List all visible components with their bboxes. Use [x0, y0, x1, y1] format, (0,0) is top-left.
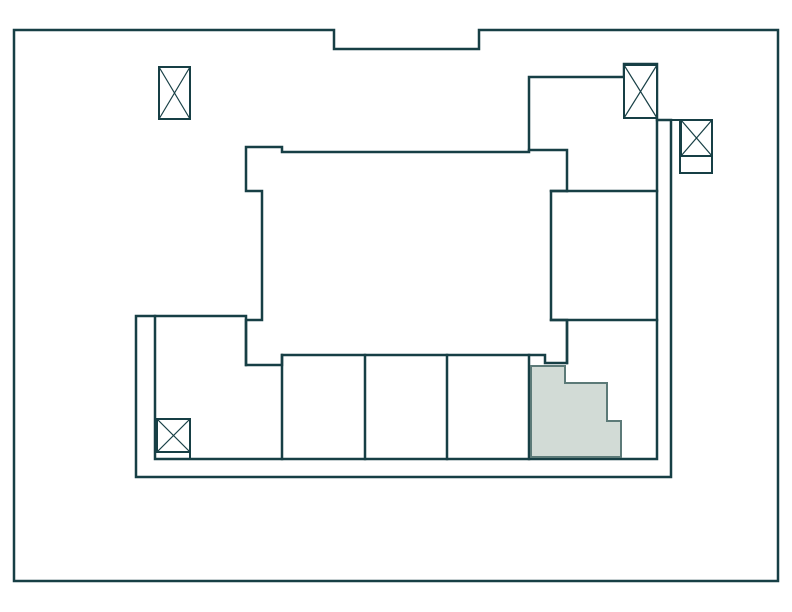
- shaft-top-right: [623, 64, 658, 119]
- right-unit-upper: [549, 189, 659, 365]
- central-core: [244, 145, 569, 367]
- left-unit-wall: [153, 314, 248, 367]
- shaft-bottom-left: [156, 418, 191, 453]
- shaft-far-right: [680, 119, 713, 157]
- shaft-top-left: [158, 66, 191, 120]
- building-outline: [12, 28, 780, 583]
- highlighted-unit[interactable]: [530, 365, 622, 458]
- unit-dividers: [280, 353, 531, 461]
- right-connector-wall: [656, 119, 713, 189]
